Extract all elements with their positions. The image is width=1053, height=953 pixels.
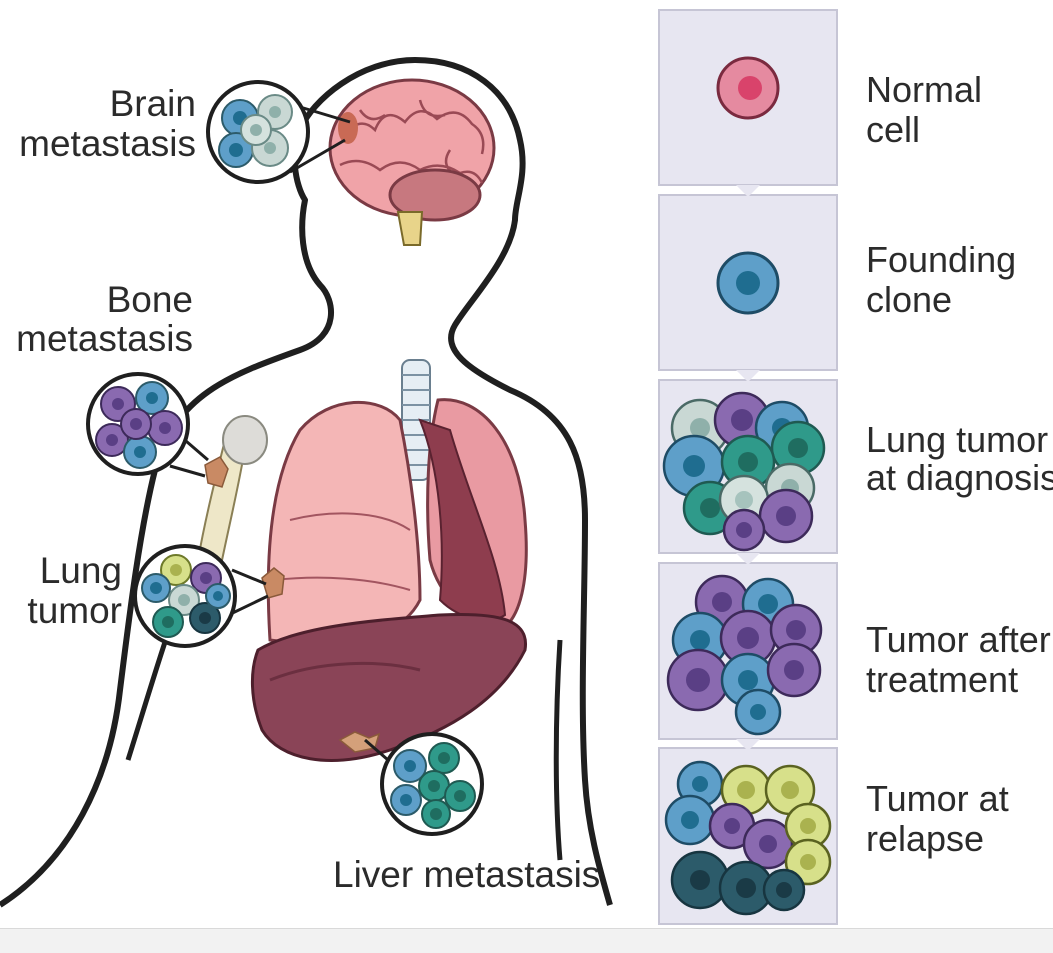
brain-label-line2: metastasis — [19, 123, 196, 164]
tumor-diagnosis-cluster — [662, 391, 826, 552]
brain-label-line1: Brain — [110, 83, 196, 124]
stage-5-label-line2: relapse — [866, 818, 984, 859]
liver-illustration — [250, 612, 528, 762]
stage-5-label-line1: Tumor at — [866, 778, 1009, 819]
founding-clone-cell — [716, 251, 780, 315]
lungs-illustration — [266, 398, 528, 646]
tumor-after-treatment-cluster — [666, 574, 823, 736]
tumor-relapse-cluster — [664, 760, 832, 916]
stage-3-label-line1: Lung tumor — [866, 419, 1048, 460]
lung-tumor-label-line2: tumor — [27, 590, 122, 631]
stage-1-label-line2: cell — [866, 109, 920, 150]
stage-3-label-line2: at diagnosis — [866, 457, 1053, 498]
bone-magnifier — [86, 372, 190, 476]
stage-2-label-line2: clone — [866, 279, 952, 320]
bone-label-line1: Bone — [107, 279, 193, 320]
stage-1-label-line1: Normal — [866, 69, 982, 110]
liver-magnifier — [380, 732, 484, 836]
normal-cell — [716, 56, 780, 120]
bottom-bar — [0, 928, 1053, 953]
brain-illustration — [328, 78, 496, 246]
bone-illustration — [196, 415, 268, 572]
brain-magnifier — [206, 80, 310, 184]
liver-label: Liver metastasis — [333, 854, 600, 895]
liver-metastasis-spot — [338, 731, 381, 753]
trachea-illustration — [401, 359, 431, 481]
stage-4-label-line1: Tumor after — [866, 619, 1051, 660]
lung-tumor-spot — [261, 567, 285, 599]
bone-label-line2: metastasis — [16, 318, 193, 359]
lung-tumor-magnifier — [133, 544, 237, 648]
stage-2-label-line1: Founding — [866, 239, 1016, 280]
stage-4-label-line2: treatment — [866, 659, 1018, 700]
lung-tumor-label-line1: Lung — [40, 550, 122, 591]
